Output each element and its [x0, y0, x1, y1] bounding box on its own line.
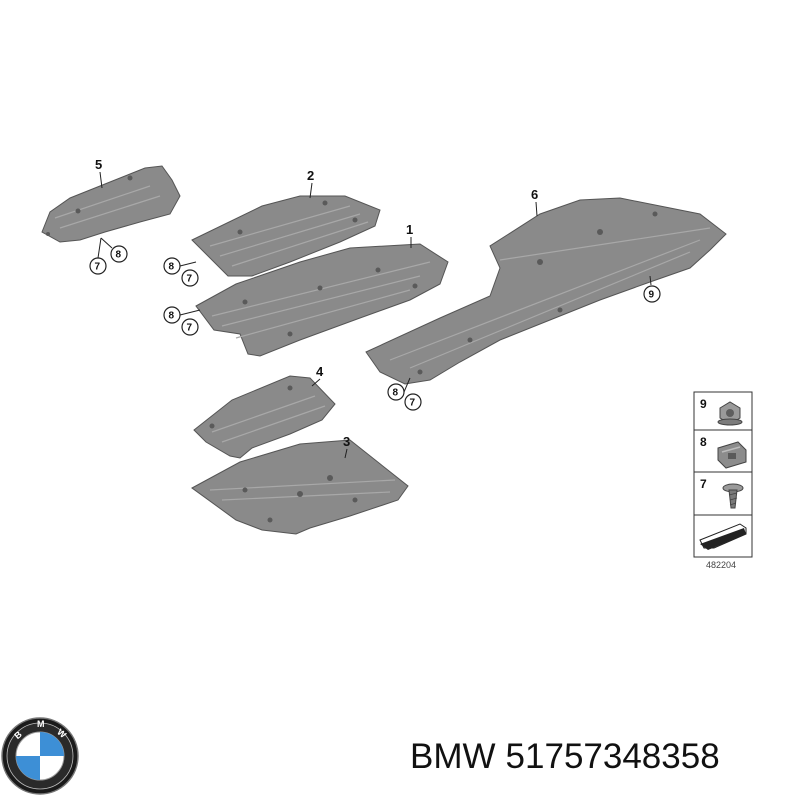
part-number: 51757348358 — [505, 737, 720, 776]
part-4-panel — [193, 375, 336, 459]
legend-number-8: 8 — [700, 435, 707, 449]
callout-2: 2 — [307, 168, 314, 199]
part-5-cover — [41, 165, 181, 243]
fastener-callout-group-b: 8 7 — [163, 257, 199, 287]
svg-text:M: M — [37, 719, 45, 729]
fastener-9-label: 9 — [649, 290, 655, 301]
callout-5-label: 5 — [95, 157, 102, 172]
fastener-8-label: 8 — [393, 388, 399, 399]
fastener-8-label: 8 — [169, 311, 175, 322]
part-6-panel — [365, 197, 727, 385]
fastener-7-label: 7 — [187, 323, 193, 334]
bmw-logo: B M W — [1, 717, 79, 795]
screw-icon — [722, 483, 744, 509]
part-3-panel — [191, 439, 409, 535]
svg-text:B: B — [12, 729, 24, 741]
cover-panel-symbol-icon — [699, 523, 747, 550]
fastener-callout-group-d: 8 7 — [387, 377, 422, 411]
fastener-8-label: 8 — [116, 250, 122, 261]
callout-1-label: 1 — [406, 222, 413, 237]
callout-4: 4 — [311, 364, 324, 387]
diagram-reference-number: 482204 — [706, 560, 736, 570]
callout-2-label: 2 — [307, 168, 314, 183]
part-2-panel — [191, 195, 381, 277]
fastener-callout-group-c: 8 7 — [163, 306, 201, 336]
callout-5: 5 — [95, 157, 103, 189]
part-1-panel — [195, 243, 449, 357]
callout-1: 1 — [406, 222, 413, 248]
fastener-7-label: 7 — [410, 398, 416, 409]
callout-3-label: 3 — [343, 434, 350, 449]
fastener-callout-group-e: 9 — [643, 275, 661, 303]
fastener-legend: 9 8 7 482204 — [693, 391, 753, 570]
nut-icon — [717, 401, 743, 426]
clip-nut-icon — [717, 441, 747, 469]
fastener-7-label: 7 — [187, 274, 193, 285]
fastener-callout-group-a: 7 8 — [89, 237, 128, 275]
legend-number-7: 7 — [700, 477, 707, 491]
callout-6: 6 — [531, 187, 538, 217]
fastener-8-label: 8 — [169, 262, 175, 273]
callout-4-label: 4 — [316, 364, 324, 379]
brand-name: BMW — [410, 737, 496, 776]
callout-6-label: 6 — [531, 187, 538, 202]
legend-number-9: 9 — [700, 397, 707, 411]
callout-3: 3 — [343, 434, 350, 459]
fastener-7-label: 7 — [95, 262, 101, 273]
